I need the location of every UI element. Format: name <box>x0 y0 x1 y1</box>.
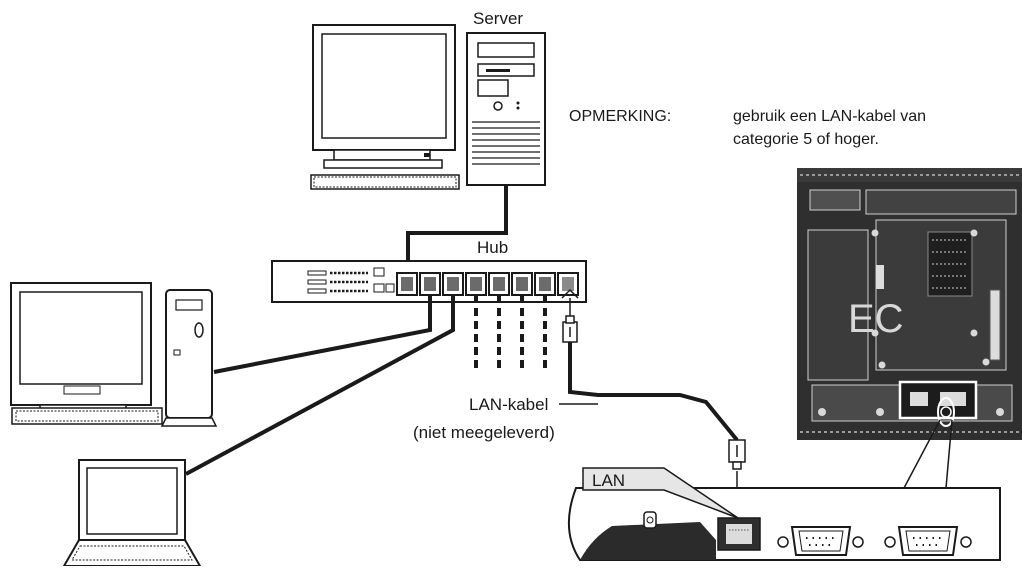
server-keyboard-icon <box>310 174 460 190</box>
rj45-plug-icon-display <box>728 439 746 470</box>
serial-port-icon <box>777 526 864 556</box>
hub-port-6 <box>511 272 533 296</box>
laptop-icon <box>62 459 202 567</box>
lan-callout <box>582 467 739 519</box>
desktop-monitor-icon <box>10 282 152 416</box>
hub-port-7 <box>534 272 556 296</box>
connector-panel-zoom <box>567 487 1001 561</box>
lan-port-label: LAN <box>592 471 625 490</box>
brand-logo: EC <box>848 297 904 341</box>
server-monitor-icon <box>312 24 456 169</box>
desktop-keyboard-icon <box>11 407 163 425</box>
note-line-1: gebruik een LAN-kabel van <box>733 108 926 125</box>
hub-port-8 <box>557 272 579 296</box>
hub-label: Hub <box>477 238 508 257</box>
server-tower-icon <box>466 32 546 186</box>
lan-cable-note: (niet meegeleverd) <box>413 423 555 442</box>
unused-hub-cables <box>474 295 547 372</box>
note-heading: OPMERKING: <box>569 108 671 125</box>
serial-port-icon-2 <box>884 526 972 556</box>
laptop-cable <box>185 295 455 476</box>
lan-port-icon <box>717 517 761 551</box>
server-label: Server <box>473 9 523 28</box>
desktop-cable <box>213 295 432 374</box>
hub-port-1 <box>396 272 418 296</box>
hub-port-4 <box>465 272 487 296</box>
lan-cable-label: LAN-kabel <box>469 395 548 414</box>
note-line-2: categorie 5 of hoger. <box>733 131 879 148</box>
display-rear-panel-icon <box>797 168 1022 440</box>
server-cable <box>406 185 508 280</box>
hub-port-5 <box>488 272 510 296</box>
callout-leader-1 <box>903 419 941 489</box>
hub-port-3 <box>442 272 464 296</box>
desktop-computer-icon <box>160 289 218 427</box>
hub-port-2 <box>419 272 441 296</box>
lan-cable <box>568 342 739 442</box>
callout-leader-2 <box>945 419 953 489</box>
rj45-plug-icon <box>562 315 578 343</box>
